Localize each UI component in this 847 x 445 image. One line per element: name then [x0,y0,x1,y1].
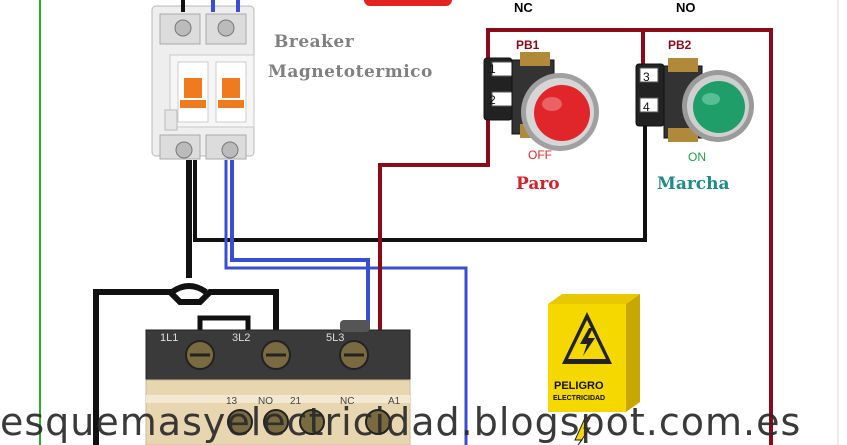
contactor [145,320,411,445]
watermark-url: esquemasyelectricidad.blogspot.com.es [0,400,802,444]
contactor-13-label: 13 [226,396,238,407]
contactor-l2-label: 3L2 [232,332,251,344]
contactor-a1-label: A1 [388,396,401,407]
contactor-nc-label: NC [340,396,355,407]
danger-sign [548,294,640,445]
peligro-label: PELIGRO [554,380,604,392]
breaker-magnetotermico [151,5,255,160]
top-red-element [364,0,452,6]
pb2-terminal-4: 4 [643,100,650,114]
nc-label: NC [514,0,533,15]
pb1-terminal-1: 1 [489,62,496,76]
breaker-label-line1: Breaker [274,32,355,52]
blue-wire-main [230,160,370,335]
pb2-pushbutton [635,58,754,142]
on-label: ON [688,150,706,164]
breaker-label-line2: Magnetotermico [268,62,433,82]
pb1-terminal-2: 2 [489,93,496,107]
contactor-21-label: 21 [290,396,302,407]
contactor-l3-label: 5L3 [326,332,345,344]
black-wire-feed [93,289,279,445]
pb1-label: PB1 [516,38,540,52]
electricidad-label: ELECTRICIDAD [553,395,606,402]
contactor-l1-label: 1L1 [160,332,179,344]
pb1-pushbutton [483,52,599,151]
no-label: NO [676,0,696,15]
paro-label: Paro [516,174,560,194]
contactor-no-label: NO [258,396,273,407]
pb2-label: PB2 [668,38,692,52]
pb2-terminal-3: 3 [643,70,650,84]
marcha-label: Marcha [657,174,730,194]
off-label: OFF [528,148,552,162]
blue-wire-control [224,160,468,445]
